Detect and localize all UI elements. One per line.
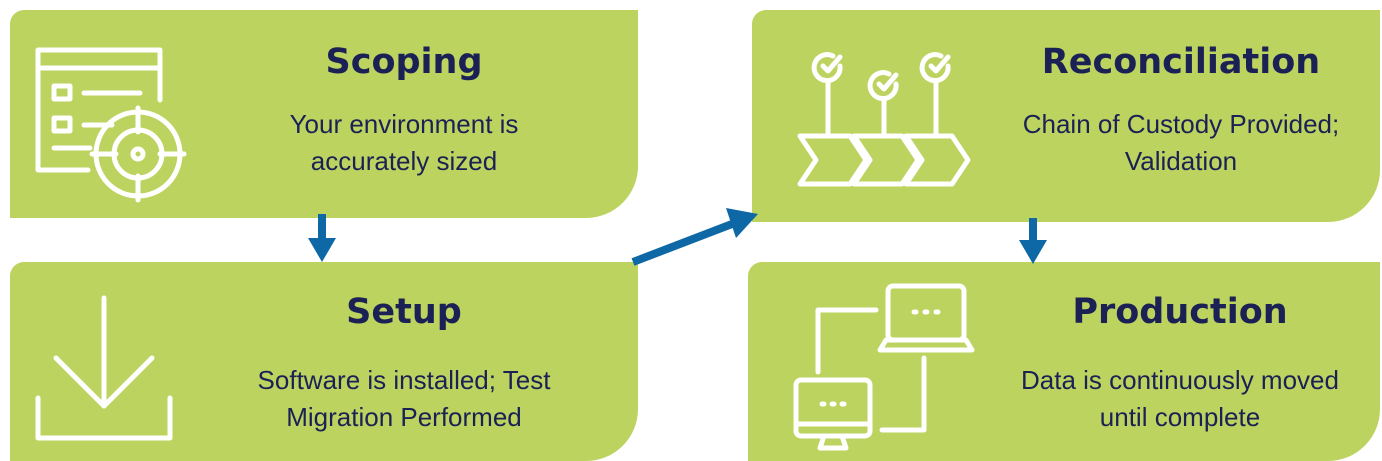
step-card-scoping: Scoping Your environment is accurately s…: [10, 10, 638, 218]
step-description: Chain of Custody Provided; Validation: [752, 106, 1380, 180]
step-title: Production: [1072, 292, 1288, 332]
step-title: Scoping: [325, 42, 483, 82]
step-description: Software is installed; Test Migration Pe…: [10, 362, 638, 436]
step-description-line: Chain of Custody Provided;: [1022, 109, 1340, 139]
step-card-production: Production Data is continuously moved un…: [748, 262, 1380, 461]
arrow-scoping-to-setup: [308, 214, 336, 262]
step-description-line: Validation: [1124, 146, 1238, 176]
document-target-icon: [35, 47, 187, 203]
step-description-line: until complete: [1099, 402, 1261, 432]
step-description: Data is continuously moved until complet…: [748, 362, 1380, 436]
arrow-setup-to-reconciliation: [631, 208, 758, 266]
step-description-line: Your environment is: [289, 109, 519, 139]
step-title: Setup: [346, 292, 462, 332]
download-icon: [35, 295, 173, 441]
step-description-line: Migration Performed: [286, 402, 522, 432]
step-card-reconciliation: Reconciliation Chain of Custody Provided…: [752, 10, 1380, 222]
step-card-setup: Setup Software is installed; Test Migrat…: [10, 262, 638, 461]
step-description: Your environment is accurately sized: [10, 106, 638, 180]
step-title: Reconciliation: [1041, 42, 1321, 82]
checkpoint-chevrons-icon: [797, 52, 971, 187]
step-description-line: accurately sized: [310, 146, 498, 176]
step-description-line: Data is continuously moved: [1021, 365, 1339, 395]
arrow-reconciliation-to-production: [1019, 218, 1047, 264]
connected-computers-icon: [793, 283, 975, 451]
step-description-line: Software is installed; Test: [257, 365, 551, 395]
